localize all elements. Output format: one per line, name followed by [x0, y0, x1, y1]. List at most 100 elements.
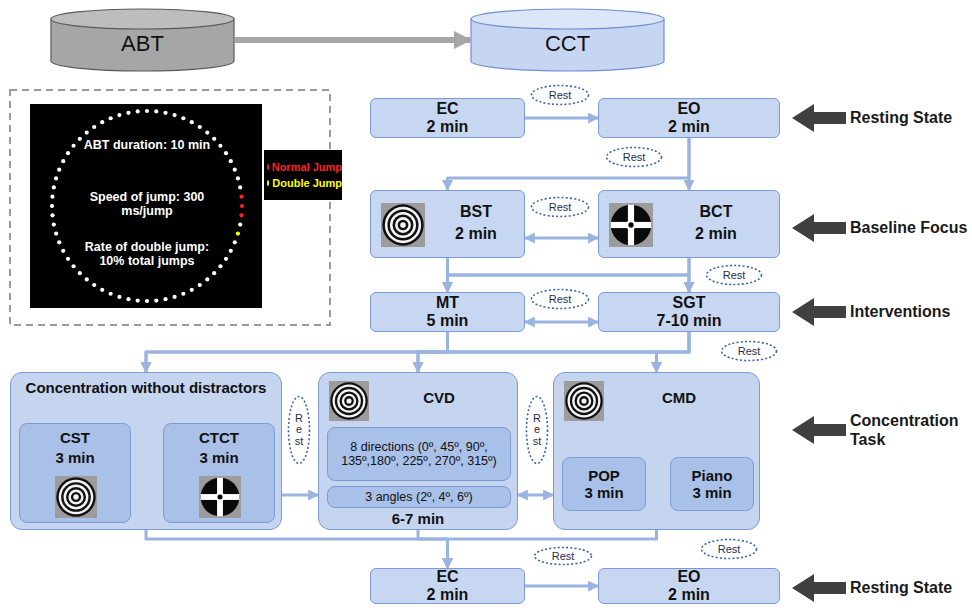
- node-text: Rest: [294, 413, 305, 448]
- node-text: Concentration without distractors: [16, 379, 276, 396]
- connector-arrow: [525, 117, 598, 120]
- legend-swatch: [267, 164, 269, 170]
- stage-label: Concentration Task: [850, 411, 972, 449]
- node-text: CVD: [369, 389, 509, 406]
- rest-ellipse: Rest: [530, 196, 590, 218]
- group-box: Concentration without distractorsCST 3 mi…: [10, 372, 282, 530]
- rest-ellipse: Rest: [287, 395, 311, 465]
- parameter-box: 3 angles (2º, 4º, 6º): [327, 486, 511, 508]
- node-text: 2 min: [668, 118, 710, 136]
- node-text: 2 min: [431, 225, 521, 243]
- node-text: POP: [588, 467, 620, 484]
- legend-text: Normal Jump: [272, 159, 342, 176]
- node-text: 2 min: [427, 586, 469, 604]
- node-text: Rest: [549, 201, 572, 214]
- node-text: Piano: [692, 467, 733, 484]
- connector-arrow: [448, 530, 657, 568]
- concentric-target-icon: [55, 476, 97, 518]
- node-text: SGT: [673, 294, 706, 312]
- process-box: BST 2 min: [370, 190, 525, 258]
- connector-arrow: [146, 332, 689, 372]
- connector-arrow: [282, 494, 318, 497]
- connector-arrow: [525, 321, 598, 324]
- concentric-target-icon: [381, 203, 425, 247]
- stage-label: Baseline Focus: [850, 218, 972, 237]
- node-text: BST: [431, 203, 521, 221]
- connector-arrow: [657, 332, 690, 372]
- node-text: CCT: [545, 23, 590, 56]
- node-text: EC: [436, 100, 458, 118]
- node-text: ABT duration: 10 min: [83, 138, 211, 152]
- dashed-frame: [10, 90, 330, 325]
- concentric-target-icon: [564, 381, 604, 421]
- stage-arrow: [792, 416, 846, 444]
- cross-target-icon: [199, 476, 241, 518]
- connector-arrow: [418, 530, 448, 568]
- rest-ellipse: Rest: [705, 264, 763, 286]
- node-text: Rest: [718, 543, 741, 556]
- stage-arrow: [792, 574, 846, 602]
- rest-ellipse: Rest: [525, 395, 549, 465]
- node-text: 7-10 min: [657, 312, 722, 330]
- rest-ellipse: Rest: [700, 538, 758, 560]
- node-text: 3 min: [20, 449, 130, 466]
- process-box: BCT2 min: [598, 190, 780, 258]
- connector-arrow: [688, 138, 691, 190]
- node-text: EC: [436, 568, 458, 586]
- stage-arrow: [792, 298, 846, 326]
- stage-arrows: [792, 104, 846, 602]
- rest-ellipse: Rest: [605, 146, 663, 168]
- task-box: Piano3 min: [670, 457, 754, 511]
- legend-item: Double Jump: [267, 175, 342, 192]
- node-text: BCT: [661, 203, 771, 221]
- database-cylinder: CCT: [470, 8, 665, 72]
- node-text: 3 angles (2º, 4º, 6º): [365, 490, 473, 504]
- cross-target-icon: [609, 203, 653, 247]
- node-text: 2 min: [427, 118, 469, 136]
- node-text: EO: [677, 100, 700, 118]
- node-text: Rest: [552, 550, 575, 563]
- process-box: MT5 min: [370, 292, 525, 332]
- connector-arrow: [518, 494, 553, 497]
- rest-ellipse: Rest: [530, 288, 590, 310]
- process-box: EO2 min: [598, 98, 780, 138]
- node-text: CMD: [604, 389, 754, 406]
- connector-arrow: [448, 258, 690, 292]
- connector-arrow: [525, 237, 598, 240]
- node-text: MT: [436, 294, 459, 312]
- node-text: 5 min: [427, 312, 469, 330]
- task-box: CTCT 3 min: [163, 423, 275, 523]
- stage-label: Resting State: [850, 578, 972, 597]
- connector-arrow: [688, 258, 691, 292]
- process-box: EO2 min: [598, 568, 780, 604]
- rest-ellipse: Rest: [533, 546, 593, 566]
- stimulus-panel: ABT duration: 10 minSpeed of jump: 300 m…: [30, 104, 262, 308]
- stage-label: Resting State: [850, 108, 972, 127]
- node-text: 8 directions (0º, 45º, 90º, 135º,180º, 2…: [332, 440, 506, 468]
- process-box: EC2 min: [370, 568, 525, 604]
- node-text: Rest: [623, 151, 646, 164]
- node-text: CTCT: [164, 429, 274, 446]
- task-box: POP3 min: [562, 457, 646, 511]
- connector-arrow: [146, 530, 448, 568]
- rest-ellipse: Rest: [530, 84, 590, 106]
- node-text: 2 min: [668, 586, 710, 604]
- connector-arrow: [235, 37, 470, 43]
- node-text: 3 min: [584, 484, 623, 501]
- node-text: 3 min: [164, 449, 274, 466]
- node-text: Rest: [549, 89, 572, 102]
- legend-text: Double Jump: [272, 175, 342, 192]
- process-box: EC2 min: [370, 98, 525, 138]
- node-text: Rest: [549, 293, 572, 306]
- stage-arrow: [792, 104, 846, 132]
- connector-arrow: [448, 138, 690, 190]
- node-text: ABT: [121, 23, 164, 56]
- legend-swatch: [267, 180, 269, 186]
- node-text: Rate of double jump: 10% total jumps: [83, 240, 211, 269]
- process-box: SGT7-10 min: [598, 292, 780, 332]
- task-box: CST 3 min: [19, 423, 131, 523]
- connector-arrow: [418, 332, 689, 372]
- node-text: CST: [20, 429, 130, 446]
- node-text: 6-7 min: [319, 510, 517, 527]
- node-text: Speed of jump: 300 ms/jump: [83, 190, 211, 219]
